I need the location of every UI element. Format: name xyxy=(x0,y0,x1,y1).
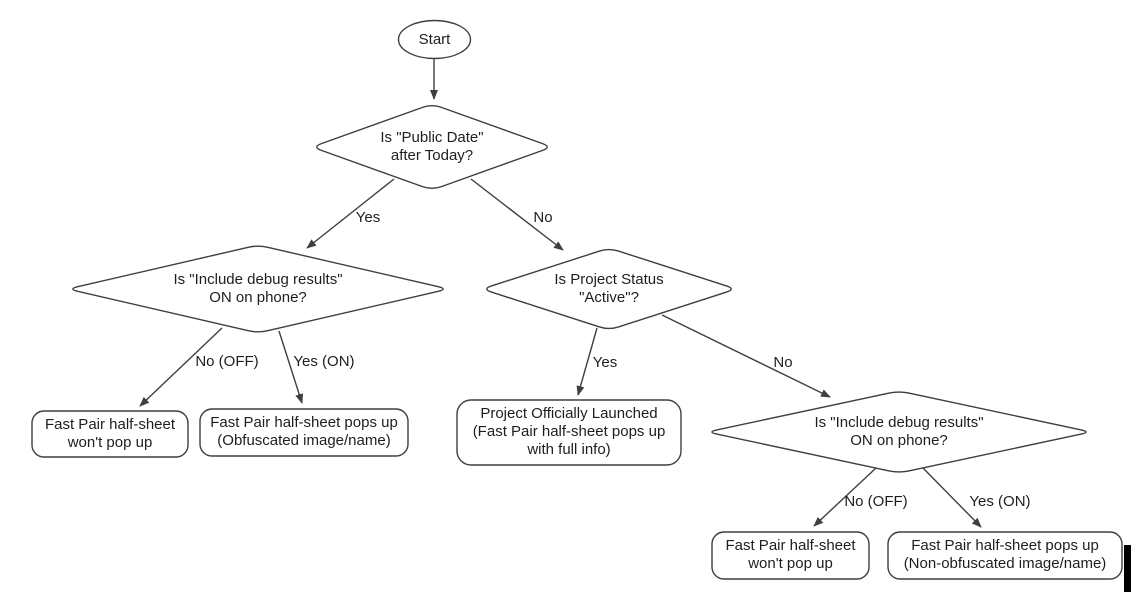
edge-label-debug-left-yes: Yes (ON) xyxy=(293,353,355,370)
result-launched-label: Project Officially Launched (Fast Pair h… xyxy=(472,405,666,458)
result-obfuscated-label: Fast Pair half-sheet pops up (Obfuscated… xyxy=(210,414,398,449)
start-terminal-shape xyxy=(397,19,472,60)
edge-label-status-no: No xyxy=(773,354,793,371)
result-no-popup-right-shape xyxy=(711,531,870,580)
decision-debug-right-label: Is "Include debug results" ON on phone? xyxy=(814,414,984,449)
result-obfuscated-shape xyxy=(199,408,409,457)
result-no-popup-left-label: Fast Pair half-sheet won't pop up xyxy=(44,416,176,451)
edge-label-public-date-yes: Yes xyxy=(355,209,381,226)
result-no-popup-right-label: Fast Pair half-sheet won't pop up xyxy=(725,537,856,572)
edge-label-public-date-no: No xyxy=(533,209,553,226)
result-no-popup-left-shape xyxy=(31,410,189,458)
decision-project-status-label: Is Project Status "Active"? xyxy=(554,271,664,306)
edge-debug-right-no xyxy=(813,467,877,527)
edge-label-debug-right-yes: Yes (ON) xyxy=(969,493,1031,510)
result-non-obfuscated-label: Fast Pair half-sheet pops up (Non-obfusc… xyxy=(903,537,1107,572)
decision-project-status-shape xyxy=(486,248,732,330)
edge-public-date-no xyxy=(470,178,564,251)
edge-label-debug-right-no: No (OFF) xyxy=(844,493,908,510)
decision-debug-left-shape xyxy=(72,245,444,333)
edge-debug-right-yes xyxy=(922,467,982,528)
decision-debug-right-shape xyxy=(711,391,1087,473)
edge-public-date-yes xyxy=(306,178,395,249)
start-node-label: Start xyxy=(418,31,451,48)
result-launched-shape xyxy=(456,399,682,466)
decision-public-date-label: Is "Public Date" after Today? xyxy=(380,129,484,164)
edge-status-yes xyxy=(576,327,598,396)
result-non-obfuscated-shape xyxy=(887,531,1123,580)
edge-debug-left-no xyxy=(139,327,223,407)
edge-label-debug-left-no: No (OFF) xyxy=(195,353,259,370)
decision-public-date-shape xyxy=(316,105,548,189)
edge-label-status-yes: Yes xyxy=(592,354,618,371)
edge-debug-left-yes xyxy=(278,330,304,404)
decision-debug-left-label: Is "Include debug results" ON on phone? xyxy=(173,271,343,306)
edge-status-no xyxy=(661,314,831,398)
text-cursor-artifact xyxy=(1124,545,1131,592)
